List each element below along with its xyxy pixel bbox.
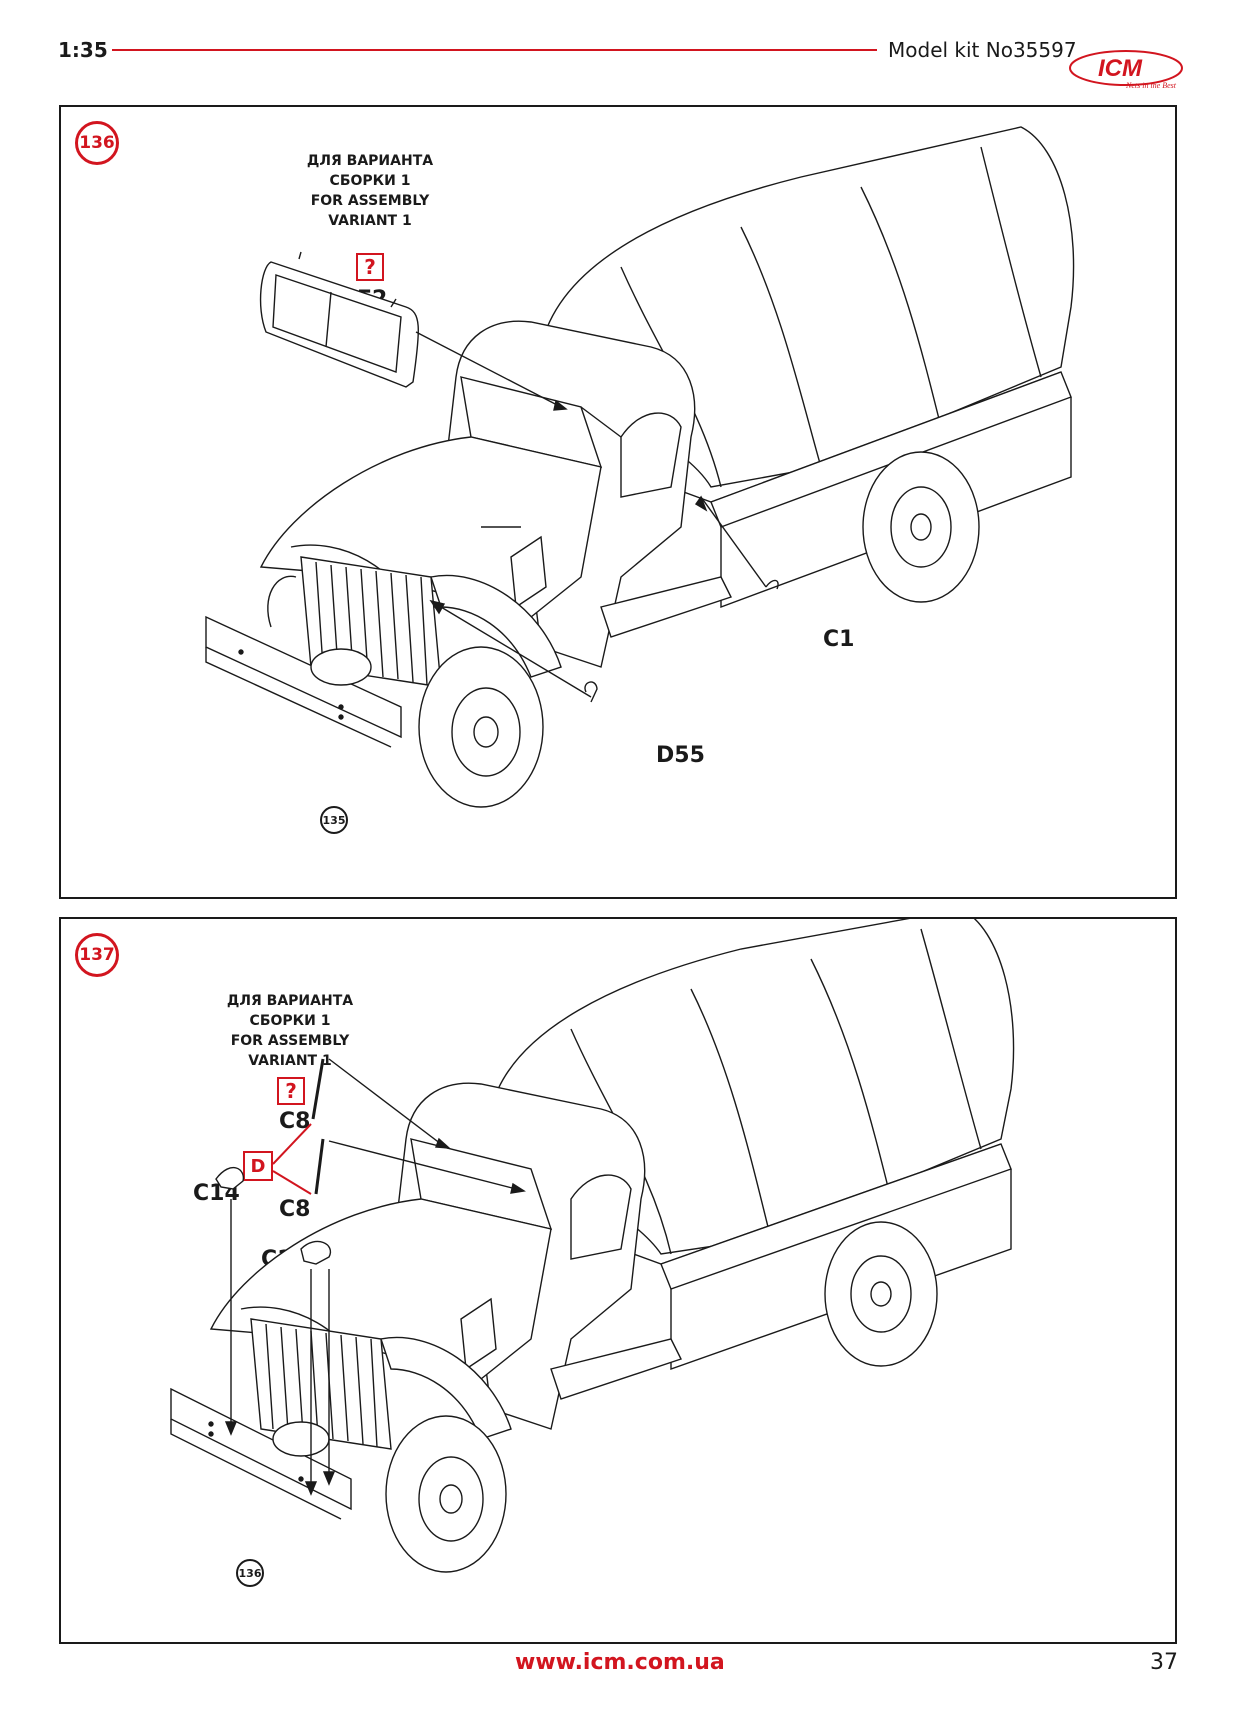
note-line: СБОРКИ 1: [329, 173, 411, 189]
page-number: 37: [1150, 1650, 1178, 1675]
previous-step-ref: 135: [320, 806, 348, 834]
truck-drawing-step-137: [170, 919, 1015, 1573]
part-label-d55: D55: [656, 743, 705, 768]
assembly-variant-note: ДЛЯ ВАРИАНТА СБОРКИ 1 FOR ASSEMBLY VARIA…: [190, 991, 390, 1071]
scale-label: 1:35: [58, 38, 108, 62]
unknown-variant-box: ?: [356, 253, 384, 281]
step-137-panel: 137 ДЛЯ ВАРИАНТА СБОРКИ 1 FOR ASSEMBLY V…: [59, 917, 1177, 1644]
step-136-panel: 136 ДЛЯ ВАРИАНТА СБОРКИ 1 FOR ASSEMBLY V…: [59, 105, 1177, 899]
part-label-c1: C1: [823, 627, 855, 652]
note-line: FOR ASSEMBLY: [230, 1033, 350, 1049]
website-link[interactable]: www.icm.com.ua: [515, 1650, 725, 1675]
note-line: ДЛЯ ВАРИАНТА: [226, 993, 354, 1009]
icm-logo: ICM Nets in the Best: [1069, 50, 1183, 90]
note-line: VARIANT 1: [248, 1053, 332, 1069]
svg-text:Nets in the Best: Nets in the Best: [1125, 81, 1177, 90]
part-label-c8-bottom: C8: [279, 1197, 311, 1222]
truck-drawing-step-136: [205, 126, 1075, 808]
kit-number: Model kit No35597: [888, 38, 1077, 62]
previous-step-ref: 136: [236, 1559, 264, 1587]
step-number-badge: 137: [75, 933, 119, 977]
note-line: VARIANT 1: [328, 213, 412, 229]
unknown-variant-box: ?: [277, 1077, 305, 1105]
header-rule: [112, 49, 877, 51]
assembly-variant-note: ДЛЯ ВАРИАНТА СБОРКИ 1 FOR ASSEMBLY VARIA…: [270, 151, 470, 231]
svg-text:ICM: ICM: [1098, 55, 1143, 82]
note-line: ДЛЯ ВАРИАНТА: [306, 153, 434, 169]
step-number-badge: 136: [75, 121, 119, 165]
note-line: СБОРКИ 1: [249, 1013, 331, 1029]
decal-d-box: D: [243, 1151, 273, 1181]
note-line: FOR ASSEMBLY: [310, 193, 430, 209]
